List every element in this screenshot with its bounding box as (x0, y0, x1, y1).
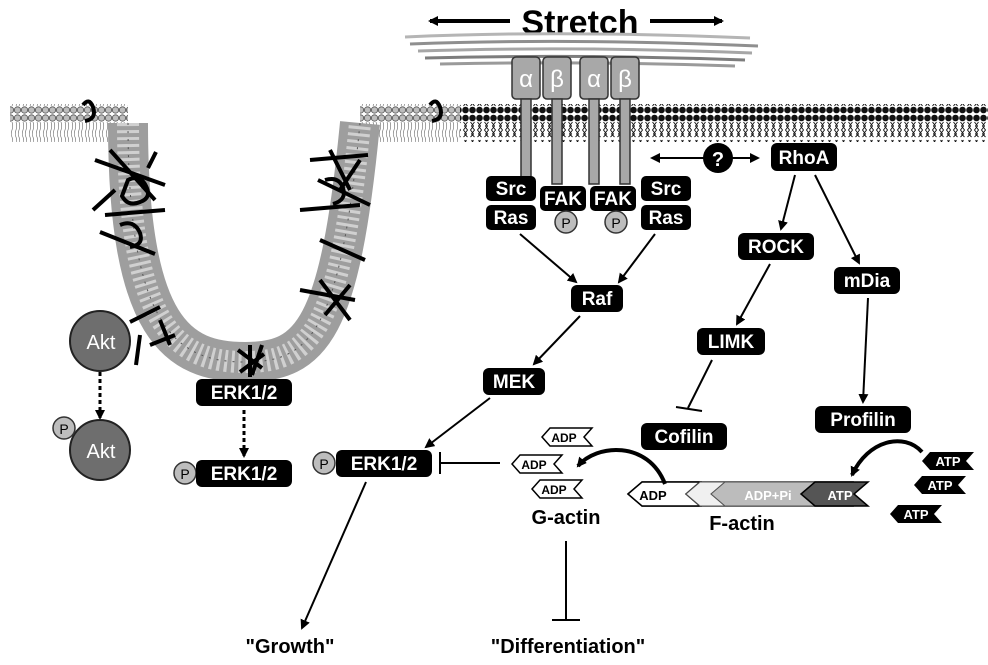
svg-text:ERK1/2: ERK1/2 (351, 454, 418, 475)
svg-text:P: P (611, 215, 620, 231)
mek-node: MEK (483, 368, 545, 395)
svg-text:Raf: Raf (582, 289, 613, 310)
svg-text:α: α (519, 66, 533, 93)
growth-label: "Growth" (246, 636, 335, 658)
rhoa-to-rock-arrow (781, 175, 795, 229)
akt-p-label: Akt (87, 441, 116, 463)
erk-caveola-label: ERK1/2 (211, 383, 278, 404)
plasma-membrane (10, 104, 988, 362)
svg-text:ADP+Pi: ADP+Pi (744, 488, 791, 503)
ras-2: Ras (641, 205, 691, 230)
svg-text:ATP: ATP (927, 478, 952, 493)
f-actin-label: F-actin (709, 513, 775, 535)
svg-text:?: ? (712, 149, 724, 171)
differentiation-label: "Differentiation" (491, 636, 646, 658)
f-actin-filament: ADP ADP+Pi ATP (628, 482, 868, 506)
svg-text:Profilin: Profilin (830, 410, 895, 431)
rock-node: ROCK (738, 233, 814, 260)
svg-text:MEK: MEK (493, 372, 536, 393)
svg-text:ADP: ADP (541, 483, 566, 497)
depolymerization-arrow (578, 450, 665, 484)
svg-text:LIMK: LIMK (708, 332, 755, 353)
erk-p-left-label: ERK1/2 (211, 464, 278, 485)
akt-label: Akt (87, 332, 116, 354)
svg-text:α: α (587, 66, 601, 93)
svg-text:Src: Src (496, 179, 527, 200)
akt-membrane: Akt (70, 311, 130, 371)
rhoa-to-mdia-arrow (815, 175, 859, 263)
mdia-node: mDia (834, 267, 900, 294)
svg-text:FAK: FAK (544, 189, 582, 210)
rhoa-node: RhoA (771, 143, 837, 171)
rock-to-limk-arrow (737, 264, 770, 324)
svg-text:β: β (550, 66, 564, 93)
erk-to-growth-arrow (302, 482, 366, 628)
adp-monomer-1: ADP (542, 428, 592, 446)
raf-node: Raf (571, 285, 623, 312)
svg-text:mDia: mDia (844, 271, 891, 292)
adp-monomer-3: ADP (532, 480, 582, 498)
src-2: Src (641, 176, 691, 201)
ras-to-raf-arrow-2 (619, 234, 655, 282)
adp-monomer-2: ADP (512, 455, 562, 473)
limk-inhibits-cofilin (688, 360, 712, 408)
erk-node: P ERK1/2 (313, 450, 432, 477)
stretch-label: Stretch (521, 4, 638, 42)
g-actin-label: G-actin (532, 507, 601, 529)
atp-monomers: ATP ATP ATP (890, 452, 974, 523)
mek-to-erk-arrow (426, 398, 490, 447)
profilin-node: Profilin (815, 406, 911, 433)
svg-text:Ras: Ras (649, 208, 684, 229)
src-1: Src (486, 176, 536, 201)
svg-text:Ras: Ras (494, 208, 529, 229)
svg-text:RhoA: RhoA (779, 148, 830, 169)
svg-text:Cofilin: Cofilin (654, 427, 713, 448)
atp-monomer-3: ATP (890, 505, 942, 523)
ras-to-raf-arrow-1 (520, 234, 576, 282)
svg-text:P: P (561, 215, 570, 231)
membrane-right-segment (460, 104, 988, 142)
limk-node: LIMK (697, 328, 765, 355)
svg-text:ROCK: ROCK (748, 237, 804, 258)
svg-text:ATP: ATP (935, 454, 960, 469)
raf-to-mek-arrow (534, 316, 580, 364)
polymerization-arrow (852, 441, 922, 475)
svg-text:ATP: ATP (903, 507, 928, 522)
svg-text:ATP: ATP (827, 488, 852, 503)
svg-text:ADP: ADP (639, 488, 667, 503)
fak-2: FAK P (590, 186, 636, 233)
atp-monomer-1: ATP (922, 452, 974, 470)
svg-text:Src: Src (651, 179, 682, 200)
erk-left-phospho-label: P (180, 466, 189, 482)
svg-text:ADP: ADP (521, 458, 546, 472)
fak-1: FAK P (540, 186, 586, 233)
akt-phosphorylated: Akt P (53, 417, 130, 480)
akt-phospho-label: P (59, 421, 68, 437)
erk-phosphorylated-left: P ERK1/2 (174, 460, 292, 487)
mdia-to-profilin-arrow (863, 298, 868, 402)
question-badge: ? (703, 143, 733, 173)
atp-monomer-2: ATP (914, 476, 966, 494)
cofilin-node: Cofilin (641, 423, 727, 450)
ras-1: Ras (486, 205, 536, 230)
svg-text:P: P (319, 456, 328, 472)
erk-caveola: ERK1/2 (196, 379, 292, 406)
svg-text:ADP: ADP (551, 431, 576, 445)
svg-text:β: β (618, 66, 632, 93)
svg-text:FAK: FAK (594, 189, 632, 210)
